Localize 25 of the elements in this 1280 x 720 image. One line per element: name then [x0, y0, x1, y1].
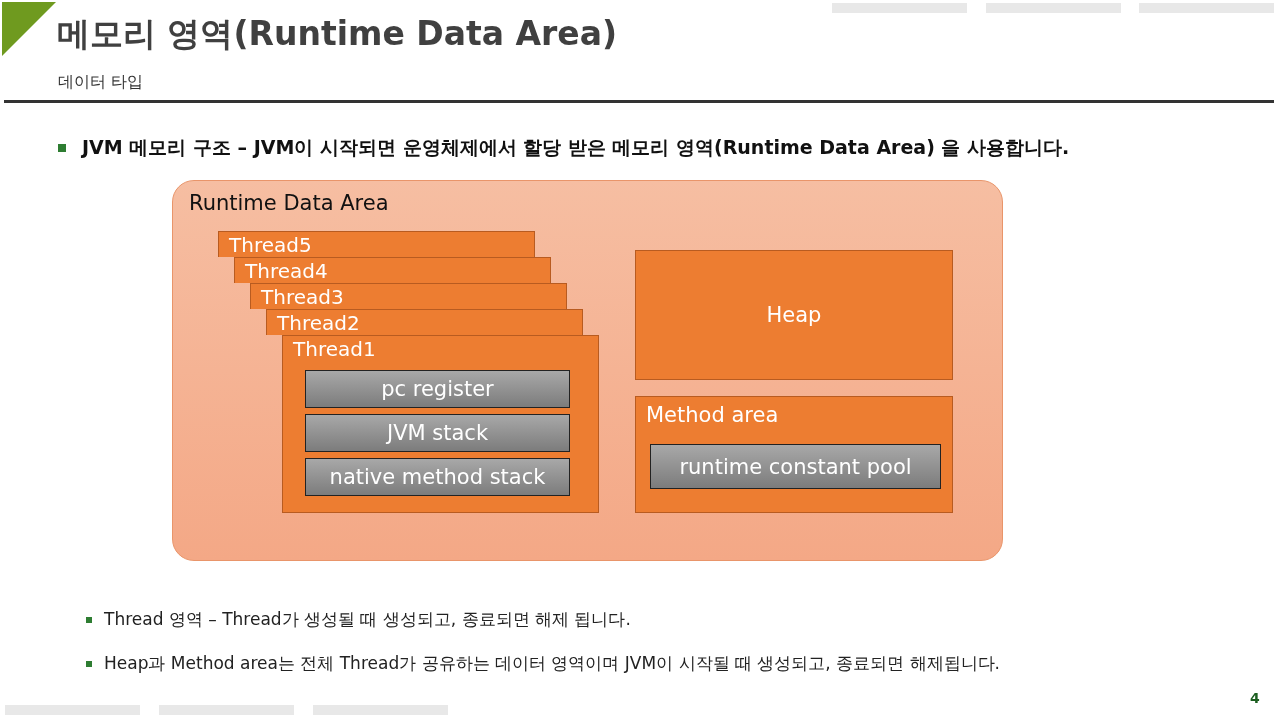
bullet-text: Thread 영역 – Thread가 생성될 때 생성되고, 종료되면 해제 됩니다. — [104, 608, 631, 631]
thread-card — [250, 283, 567, 309]
memory-block: native method stack — [305, 458, 570, 496]
thread-card — [218, 231, 535, 257]
thread-title: Thread2 — [277, 311, 360, 335]
bullet-text: Heap과 Method area는 전체 Thread가 공유하는 데이터 영역이며 JVM이 시작될 때 생성되고, 종료되면 해제됩니다. — [104, 652, 1000, 675]
thread-title: Thread4 — [245, 259, 328, 283]
memory-area-panel — [172, 180, 1003, 561]
thread-card — [282, 335, 599, 513]
heap-block: Heap — [635, 250, 953, 380]
method-area-panel — [635, 396, 953, 513]
thread-title: Thread3 — [261, 285, 344, 309]
panel-title: Method area — [646, 403, 779, 427]
subtitle: 데이터 타입 — [58, 72, 144, 93]
thread-title: Thread5 — [229, 233, 312, 257]
bullet-text: JVM 메모리 구조 – JVM이 시작되면 운영체제에서 할당 받은 메모리 영역(Runtime Data Area) 을 사용합니다. — [82, 135, 1070, 160]
memory-block: pc register — [305, 370, 570, 408]
thread-card — [266, 309, 583, 335]
memory-block: JVM stack — [305, 414, 570, 452]
page-number: 4 — [1250, 690, 1260, 706]
thread-title: Thread1 — [293, 337, 376, 361]
panel-title: Runtime Data Area — [189, 191, 389, 215]
memory-block: runtime constant pool — [650, 444, 941, 489]
thread-card — [234, 257, 551, 283]
slide-title: 메모리 영역(Runtime Data Area) — [57, 13, 618, 55]
